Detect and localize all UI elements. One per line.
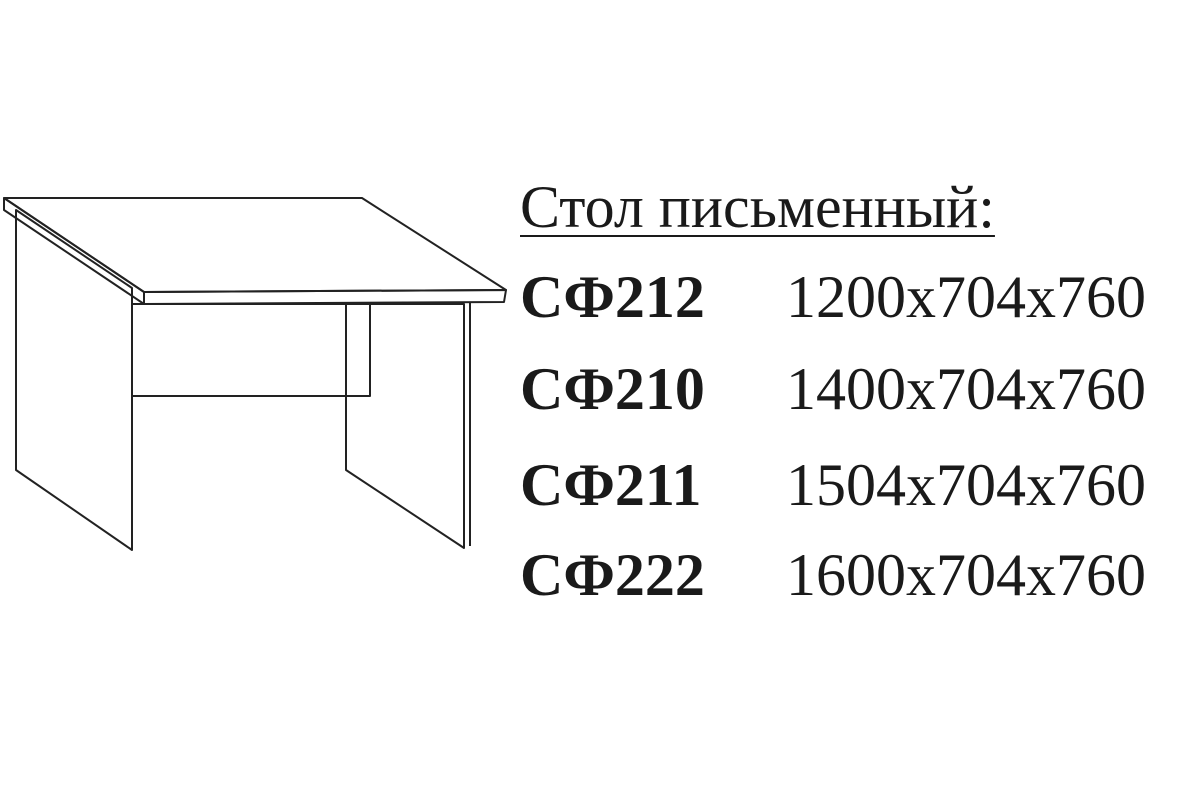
model-code: СФ210: [520, 356, 705, 422]
desk-left-panel: [15, 209, 133, 551]
model-code: СФ222: [520, 542, 705, 608]
model-code: СФ212: [520, 264, 705, 330]
desk-right-panel: [345, 303, 465, 549]
model-code: СФ211: [520, 452, 702, 518]
desk-modesty-panel: [131, 303, 371, 397]
desk-drawing: [3, 197, 507, 551]
model-dimensions: 1504x704x760: [786, 452, 1146, 518]
model-dimensions: 1400x704x760: [786, 356, 1146, 422]
model-dimensions: 1200x704x760: [786, 264, 1146, 330]
product-title: Стол письменный:: [520, 174, 995, 240]
desk-top-surface: [3, 197, 507, 293]
desk-top-edge-front: [143, 289, 507, 305]
desk-top-edge: [3, 197, 145, 305]
model-dimensions: 1600x704x760: [786, 542, 1146, 608]
